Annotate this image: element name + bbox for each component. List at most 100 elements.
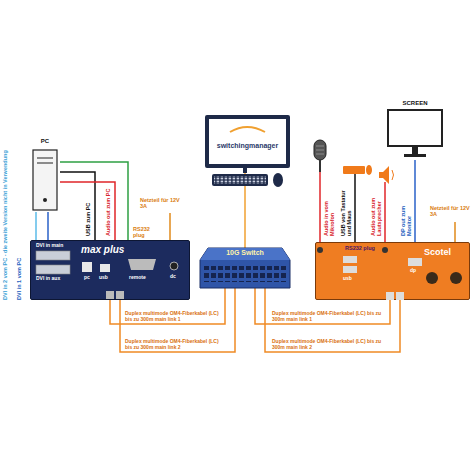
transmitter-ports [36,251,178,299]
port-label: Netzteil für 12V 3A [140,197,184,210]
pc-box: PC [30,138,60,212]
microphone [316,150,324,151]
microphone [314,140,326,160]
cable-label: Duplex multimode OM4-Fiberkabel (LC) bis… [125,338,220,350]
screen-monitor [388,110,442,146]
port-label: usb [99,275,113,281]
wire-label: Audio out zum Lautsprecher [370,190,383,236]
port-label: RS232 plug [133,226,161,239]
keyboard-mouse-icon [366,165,372,175]
receiver-ports [396,292,404,300]
switch-body [200,248,290,288]
switch-box: 10G Switch [200,248,290,288]
screen-box: SCREEN [385,100,445,160]
manager-monitor: switchingmanager [205,115,290,168]
wire-label: DP out zum Monitor [400,190,413,236]
screen-monitor [404,154,426,157]
manager-keyboard [214,176,266,184]
speaker-icon [392,170,394,180]
pc-tower [33,150,57,210]
logo-swoosh [230,127,265,132]
port-label: DVI in main [36,243,76,249]
pc-tower [37,163,53,164]
leader-line [169,213,171,240]
transmitter-ports [128,259,156,270]
keyboard-mouse-icon [343,165,372,175]
receiver-ports [450,272,462,284]
node-text: max plus [81,244,124,256]
pc-tower [33,150,57,210]
cable-label: Duplex multimode OM4-Fiberkabel (LC) bis… [272,310,382,322]
usb-wire [354,174,356,242]
port-label: DVI in aux [36,276,76,282]
leader-line [454,222,456,242]
transmitter-ports [36,251,70,260]
audio-wire [319,172,321,242]
microphone [314,140,326,172]
cable-connector [60,162,128,240]
screen-monitor [412,146,418,154]
microphone [316,154,324,155]
transmitter-box: max plus [30,240,190,300]
receiver-ports [343,266,357,273]
port-label: pc [84,275,98,281]
wire-label: Audio out zum PC [105,184,111,236]
port-label: usb [343,276,357,282]
port-label: remote [129,275,155,281]
manager-keyboard [212,174,268,186]
cable-connector [35,212,37,240]
node-text: PC [41,138,49,145]
switch-body [200,248,290,288]
keyboard-mouse-icon [343,166,365,174]
wire-label: USB zum PC [85,194,91,236]
receiver-ports [408,258,422,266]
port-label: dc [170,274,182,280]
port-label: Netzteil für 12V 3A [430,205,470,218]
port-label: RS232 plug [345,245,381,251]
node-text: 10G Switch [226,249,264,257]
receiver-ports [317,247,462,300]
switch-body [204,266,286,282]
receiver-ports [343,256,357,263]
port-label: dp [410,268,422,274]
manager-keyboard [243,168,247,173]
transmitter-ports [82,262,92,272]
wire-label: DVI in 1 vom PC [16,150,22,300]
pc-tower [43,198,47,202]
transmitter-ports [116,291,124,299]
node-text: Scotel [424,247,451,258]
node-text: SCREEN [402,100,427,107]
transmitter-ports [36,265,70,274]
transmitter-ports [170,262,178,270]
switch-body [200,248,290,260]
transmitter-ports [100,264,110,272]
speaker-icon [379,166,389,184]
cable-label: Duplex multimode OM4-Fiberkabel (LC) bis… [125,310,220,322]
pc-tower [37,158,53,159]
receiver-ports [426,272,438,284]
wire-label: DVI in 2 vom PC - die zweite Version nic… [2,150,8,300]
manager-keyboard [212,168,283,187]
speaker-icon [379,166,394,184]
screen-monitor [388,110,442,157]
receiver-box: Scotel [315,242,470,300]
cable-label: Duplex multimode OM4-Fiberkabel (LC) bis… [272,338,382,350]
receiver-ports [386,292,394,300]
cable-connector [60,182,115,240]
microphone [319,160,321,172]
transmitter-ports [106,291,114,299]
node-text: switchingmanager [217,142,278,150]
manager-keyboard [273,173,283,187]
cable-connector [414,160,416,242]
receiver-ports [317,247,323,253]
cable-connector [47,212,49,240]
microphone [316,146,324,147]
wire-label: Audio in vom Mikrofon [323,190,336,236]
audio-wire [384,182,386,242]
receiver-ports [382,247,388,253]
wire-label: USB von Tastatur und Maus [340,190,353,236]
